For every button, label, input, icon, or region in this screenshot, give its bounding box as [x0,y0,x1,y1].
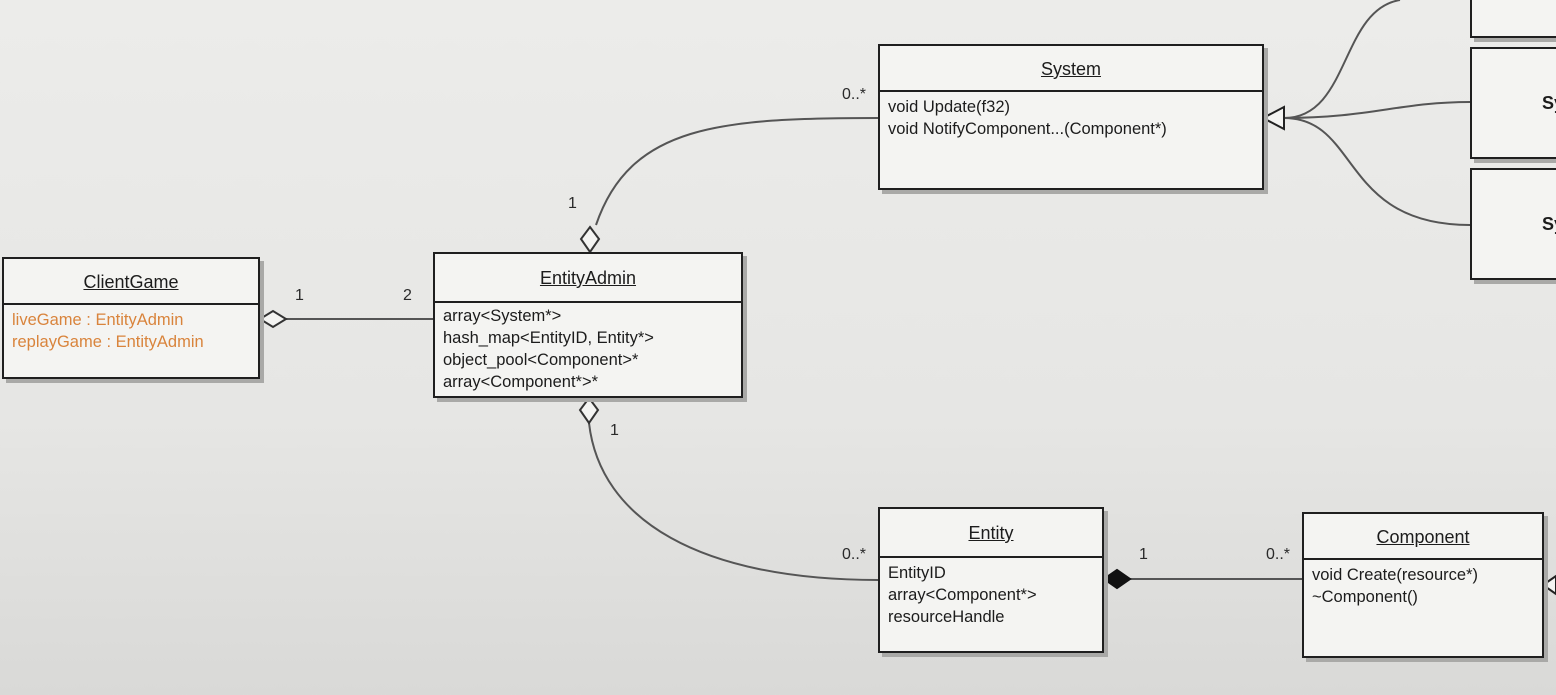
class-member: resourceHandle [888,608,1005,626]
inheritance-link-bottom [1283,117,1471,226]
multiplicity-component-end: 0..* [1266,546,1291,563]
class-member: ~Component() [1312,588,1418,606]
multiplicity-system-end: 0..* [842,86,867,103]
class-member: array<Component*>* [443,373,599,391]
class-name: EntityAdmin [435,254,741,303]
inheritance-link-top [1283,0,1401,119]
partial-class-top [1470,0,1556,38]
class-member: array<System*> [443,307,562,325]
client-aggregation-diamond [258,309,288,329]
class-member: object_pool<Component>* [443,351,639,369]
system-admin-link [595,117,879,226]
admin-entity-link [588,422,879,581]
class-member: array<Component*> [888,586,1037,604]
class-member: void NotifyComponent...(Component*) [888,120,1167,138]
component-class: Component void Create(resource*) ~Compon… [1302,512,1544,658]
class-name: Entity [880,509,1102,558]
class-name: Component [1304,514,1542,560]
multiplicity-admin-top: 1 [568,195,577,212]
multiplicity-entity-right: 1 [1139,546,1148,563]
multiplicity-entity-left: 0..* [842,546,867,563]
partial-class-bottom-name: Sy [1542,214,1556,234]
multiplicity-client-end: 1 [295,287,304,304]
entity-class: Entity EntityID array<Component*> resour… [878,507,1104,653]
class-member: replayGame : EntityAdmin [12,333,204,351]
class-name: System [880,46,1262,92]
inheritance-link-middle [1283,101,1471,119]
multiplicity-admin-bottom: 1 [610,422,619,439]
admin-aggregation-diamond-bottom [578,396,600,425]
clientgame-class: ClientGame liveGame : EntityAdmin replay… [2,257,260,379]
partial-class-bottom: Sy [1470,168,1556,280]
system-class: System void Update(f32) void NotifyCompo… [878,44,1264,190]
entityadmin-class: EntityAdmin array<System*> hash_map<Enti… [433,252,743,398]
class-member: void Update(f32) [888,98,1010,116]
class-member: hash_map<EntityID, Entity*> [443,329,654,347]
inheritance-triangle [1260,105,1285,131]
class-member: void Create(resource*) [1312,566,1478,584]
partial-class-middle: Sy [1470,47,1556,159]
class-name: ClientGame [4,259,258,305]
class-member: liveGame : EntityAdmin [12,311,184,329]
partial-class-middle-name: Sy [1542,93,1556,113]
composition-diamond [1102,568,1132,590]
component-inheritance-triangle [1541,574,1556,596]
multiplicity-admin-left: 2 [403,287,412,304]
admin-aggregation-diamond-top [579,225,601,254]
class-member: EntityID [888,564,946,582]
